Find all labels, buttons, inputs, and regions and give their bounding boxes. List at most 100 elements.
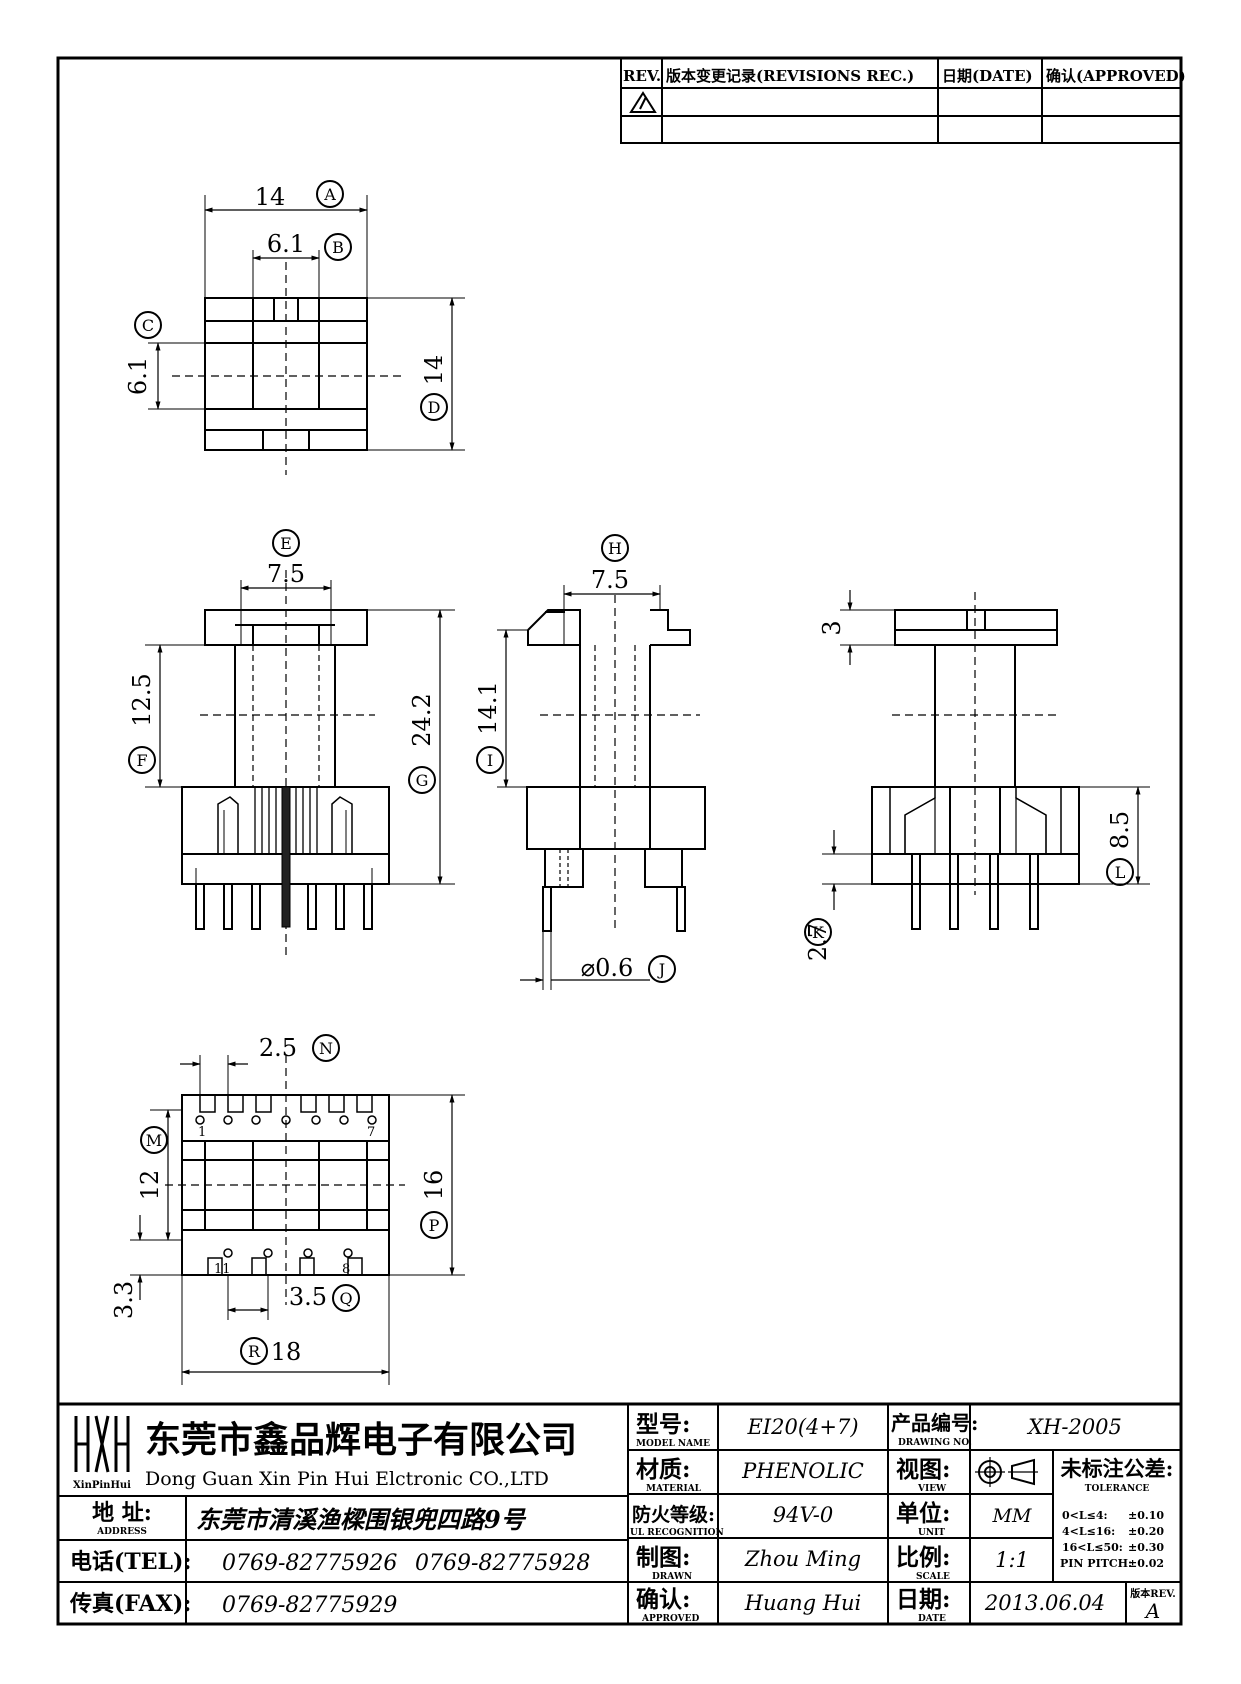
view-label-cn: 视图: — [896, 1456, 951, 1483]
svg-text:E: E — [280, 534, 292, 553]
svg-text:A: A — [323, 185, 336, 204]
view-label-en: VIEW — [917, 1484, 947, 1494]
model-value: EI20(4+7) — [746, 1415, 858, 1439]
date-label-en: DATE — [918, 1614, 946, 1624]
tolerance-range: PIN PITCH: — [1060, 1557, 1132, 1570]
dim-l-value: 8.5 — [1106, 811, 1134, 849]
svg-text:L: L — [1115, 863, 1126, 882]
bottom-view — [130, 1055, 465, 1385]
revision-date-header: 日期(DATE) — [942, 67, 1033, 85]
dim-p-tag: P — [420, 1211, 448, 1239]
dim-e-value: 7.5 — [267, 560, 305, 588]
tolerance-value: ±0.30 — [1128, 1541, 1164, 1554]
dim-e-tag: E — [272, 529, 300, 557]
address-label-en: ADDRESS — [96, 1527, 147, 1537]
approved-label-en: APPROVED — [641, 1614, 700, 1624]
dim-m-tag: M — [140, 1126, 168, 1154]
unit-value: MM — [992, 1505, 1032, 1527]
drawn-label-cn: 制图: — [636, 1544, 691, 1571]
dim-m-value: 12 — [136, 1170, 164, 1201]
dim-3-value: 3 — [818, 620, 846, 635]
unit-label-en: UNIT — [918, 1528, 945, 1538]
dim-p-value: 16 — [420, 1170, 448, 1201]
svg-text:H: H — [608, 539, 622, 558]
svg-text:Q: Q — [339, 1289, 352, 1308]
side-view — [497, 585, 706, 990]
top-view — [148, 195, 465, 475]
drawn-label-en: DRAWN — [652, 1572, 692, 1582]
svg-text:P: P — [429, 1216, 440, 1235]
material-label-en: MATERIAL — [646, 1484, 702, 1494]
approved-label-cn: 确认: — [636, 1586, 691, 1613]
rev-label: 版本REV. — [1130, 1587, 1175, 1600]
dim-b-tag: B — [324, 233, 352, 261]
material-label-cn: 材质: — [636, 1456, 691, 1483]
scale-label-cn: 比例: — [896, 1544, 951, 1571]
svg-text:D: D — [428, 398, 441, 417]
dim-h-value: 7.5 — [591, 566, 629, 594]
front-view — [145, 570, 455, 955]
pin-1-label: 1 — [198, 1125, 206, 1140]
tolerance-value: ±0.20 — [1128, 1525, 1164, 1538]
company-logo — [74, 1415, 130, 1473]
dim-n-tag: N — [312, 1034, 340, 1062]
svg-text:R: R — [248, 1342, 261, 1361]
svg-text:N: N — [319, 1039, 333, 1058]
dim-g-value: 24.2 — [408, 693, 436, 746]
dim-33-value: 3.3 — [110, 1281, 138, 1319]
dim-b-value: 6.1 — [267, 230, 305, 258]
svg-text:J: J — [657, 960, 665, 979]
pin-7-label: 7 — [367, 1125, 375, 1140]
drawing-no-value: XH-2005 — [1026, 1415, 1122, 1439]
rev-value: A — [1144, 1599, 1160, 1623]
approved-value: Huang Hui — [744, 1591, 862, 1615]
pin-8-label: 8 — [342, 1262, 350, 1277]
ul-label-en: UL RECOGNITION — [630, 1528, 724, 1538]
model-label-cn: 型号: — [636, 1411, 691, 1438]
right-view — [822, 590, 1150, 930]
revision-table — [620, 57, 1182, 144]
revision-approved-header: 确认(APPROVED) — [1046, 67, 1186, 85]
tel-value-1: 0769-82775926 — [222, 1551, 397, 1576]
tolerance-value: ±0.10 — [1128, 1509, 1164, 1522]
address-value: 东莞市清溪渔樑围银兜四路9号 — [196, 1505, 527, 1534]
svg-text:M: M — [146, 1131, 162, 1150]
dim-j-value: ⌀0.6 — [581, 954, 634, 982]
drawn-value: Zhou Ming — [744, 1547, 861, 1571]
fax-value: 0769-82775929 — [222, 1593, 397, 1618]
sheet-border — [56, 56, 1183, 1626]
revision-record-header: 版本变更记录(REVISIONS REC.) — [666, 67, 914, 85]
dim-r-tag: R — [240, 1337, 268, 1365]
drawing-no-label-cn: 产品编号: — [891, 1411, 978, 1435]
svg-text:B: B — [332, 238, 344, 257]
tolerance-value: ±0.02 — [1128, 1557, 1164, 1570]
svg-text:F: F — [136, 751, 147, 770]
revision-triangle-icon — [629, 91, 657, 113]
dim-g-tag: G — [408, 766, 436, 794]
tolerance-range: 16<L≤50: — [1062, 1541, 1123, 1554]
pin-11-label: 11 — [214, 1262, 231, 1277]
tolerance-label-cn: 未标注公差: — [1061, 1456, 1174, 1481]
dim-i-value: 14.1 — [474, 681, 502, 734]
rev-header: REV. — [623, 67, 661, 85]
ul-value: 94V-0 — [773, 1503, 833, 1527]
company-name-en: Dong Guan Xin Pin Hui Elctronic CO.,LTD — [145, 1468, 549, 1490]
material-value: PHENOLIC — [741, 1459, 864, 1483]
dim-j-tag: J — [648, 955, 676, 983]
dim-r-value: 18 — [271, 1338, 302, 1366]
tolerance-range: 4<L≤16: — [1062, 1525, 1115, 1538]
tolerance-range: 0<L≤4: — [1062, 1509, 1108, 1522]
dim-k-tag: K — [804, 918, 832, 946]
dim-q-value: 3.5 — [289, 1283, 327, 1311]
dim-a-tag: A — [316, 180, 344, 208]
dim-i-tag: I — [476, 746, 504, 774]
dim-c-tag: C — [134, 311, 162, 339]
logo-text: XinPinHui — [73, 1480, 131, 1491]
tolerance-list: 0<L≤4: ±0.10 4<L≤16: ±0.20 16<L≤50: ±0.3… — [1060, 1509, 1164, 1570]
dim-c-value: 6.1 — [124, 357, 152, 395]
dim-n-value: 2.5 — [259, 1034, 297, 1062]
dim-a-value: 14 — [255, 183, 286, 211]
tolerance-label-en: TOLERANCE — [1085, 1484, 1150, 1494]
projection-symbol-icon — [975, 1457, 1038, 1487]
dim-q-tag: Q — [332, 1284, 360, 1312]
